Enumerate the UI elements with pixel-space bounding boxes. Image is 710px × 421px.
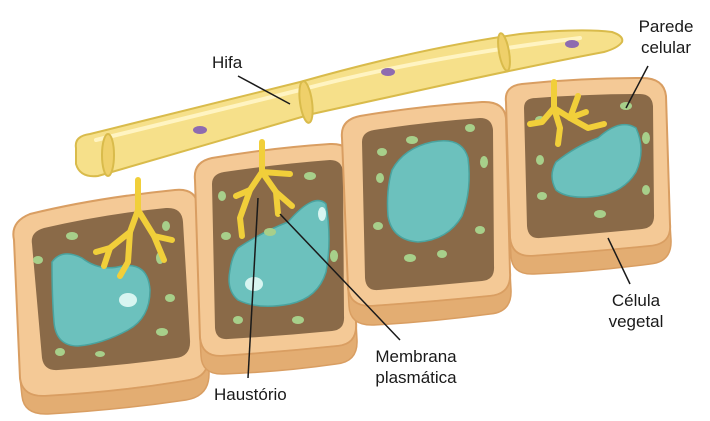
leader-hifa [237,75,291,105]
plant-cell-4 [504,76,672,275]
plant-cell-3 [340,100,512,326]
label-celula-vegetal: Célula vegetal [608,291,664,331]
haustorium-1 [93,177,175,279]
label-parede-celular: Parede celular [638,17,694,57]
label-membrana-plasmatica: Membrana plasmática [375,347,457,387]
nucleus-1 [193,126,207,134]
leader-haustorio [247,197,259,379]
nucleus-2 [381,68,395,76]
haustorium-4 [527,79,607,147]
leader-lines [237,65,649,379]
plant-cell-1 [12,188,210,415]
hypha [74,29,624,178]
plant-cell-2 [193,142,358,375]
leader-parede [625,65,649,109]
haustorium-2 [233,139,295,239]
leader-membrana [279,213,401,341]
nucleus-3 [565,40,579,48]
label-haustorio: Haustório [214,385,287,404]
label-hifa: Hifa [212,53,243,72]
leader-celula [607,237,631,285]
